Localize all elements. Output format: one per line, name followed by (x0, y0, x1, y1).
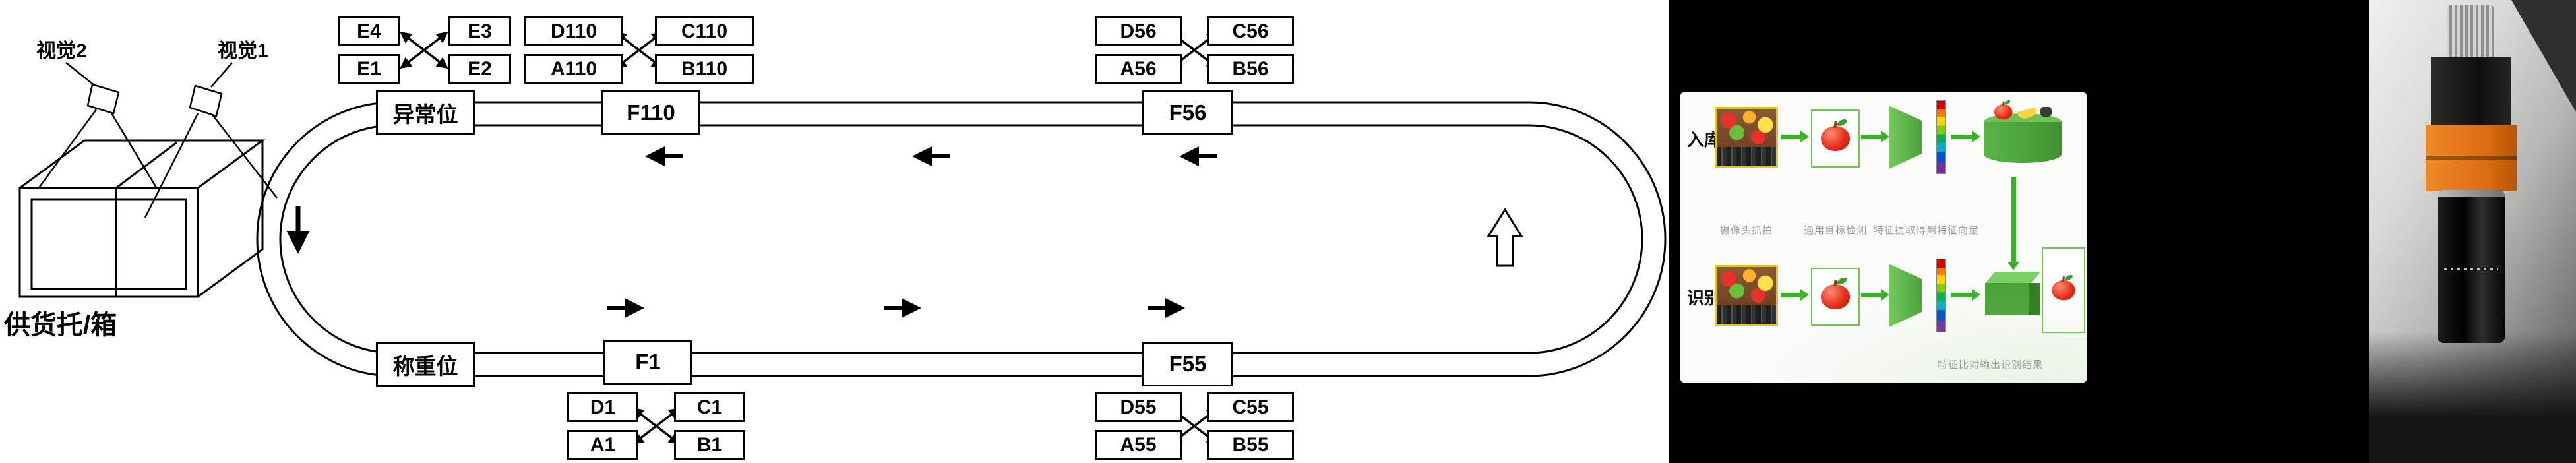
feature-extractor-icon-2 (1889, 264, 1922, 327)
cell-c1: C1 (674, 392, 745, 422)
apple-icon (1994, 104, 2013, 120)
cube-side (2029, 283, 2040, 315)
recognition-result-box (2042, 247, 2085, 333)
arrow-down-icon (2008, 177, 2019, 270)
arrow-right-icon (1861, 131, 1889, 142)
camera-capture-thumb-1 (1715, 107, 1778, 168)
feature-database-icon (1984, 102, 2062, 170)
cube-top (1985, 272, 2040, 284)
cell-b56: B56 (1207, 54, 1294, 84)
apple-icon (1821, 126, 1850, 151)
camera-capture-thumb-2 (1715, 265, 1778, 326)
cell-c56: C56 (1207, 16, 1294, 46)
cube-front (1985, 283, 2029, 315)
matcher-cube-icon (1985, 272, 2040, 315)
cell-e3: E3 (448, 16, 511, 46)
caption-detect: 通用目标检测 (1803, 225, 1867, 236)
cell-e1: E1 (338, 54, 400, 84)
cell-c55: C55 (1207, 392, 1294, 422)
pipeline-slide: 入库 摄像头抓拍 通用目标检测 特征提取得到特征向量 识别 (1680, 92, 2087, 383)
cell-a55: A55 (1095, 430, 1182, 460)
station-f55: F55 (1142, 342, 1233, 386)
pipeline-panel: 入库 摄像头抓拍 通用目标检测 特征提取得到特征向量 识别 (1669, 0, 2369, 463)
cell-d56: D56 (1095, 16, 1182, 46)
apple-icon (2052, 280, 2075, 301)
orange-camera-body (2426, 125, 2517, 191)
cell-e4: E4 (338, 16, 400, 46)
loop-up-arrow-icon (1487, 208, 1523, 267)
conveyor-diagram: 视觉2 视觉1 供货托/箱 异常位 F110 F56 称重位 F1 F55 E4… (4, 16, 1667, 460)
cell-a56: A56 (1095, 54, 1182, 84)
caption-capture: 摄像头抓拍 (1719, 225, 1773, 236)
camera-lens (2438, 190, 2505, 343)
cell-d110: D110 (524, 16, 623, 46)
fruit-stand-image (1717, 267, 1776, 306)
cell-a1: A1 (567, 430, 638, 460)
station-f110: F110 (601, 90, 700, 135)
cell-a110: A110 (524, 54, 623, 84)
arrow-right-icon (1951, 131, 1980, 142)
mounting-bracket (2431, 57, 2511, 128)
photo-shadow (2369, 331, 2576, 463)
detected-apple-box-1 (1811, 109, 1860, 168)
station-weigh: 称重位 (376, 342, 475, 387)
conveyor-loop (256, 101, 1667, 377)
supply-crate-sketch (18, 139, 266, 298)
arrow-right-icon (1861, 289, 1889, 301)
exchange-cross-icons (400, 31, 1219, 445)
conveyor-linework (18, 31, 1667, 445)
cell-d1: D1 (567, 392, 638, 422)
thumbnail-strip (1717, 147, 1776, 166)
cell-d55: D55 (1095, 392, 1182, 422)
feature-extractor-icon-1 (1889, 106, 1922, 169)
station-abnormal: 异常位 (376, 90, 475, 135)
station-f1: F1 (603, 340, 692, 385)
vision1-label: 视觉1 (218, 40, 268, 62)
caption-feature: 特征提取得到特征向量 (1873, 225, 1979, 236)
station-f56: F56 (1142, 90, 1233, 135)
lens-markings (2444, 268, 2498, 270)
caption-match: 特征比对输出识别结果 (1937, 359, 2043, 371)
vision2-label: 视觉2 (36, 40, 87, 62)
arrow-right-icon (1781, 131, 1809, 142)
cell-c110: C110 (655, 16, 754, 46)
thumbnail-strip (1717, 305, 1776, 324)
cell-b55: B55 (1207, 430, 1294, 460)
cell-b1: B1 (674, 430, 745, 460)
detected-apple-box-2 (1811, 268, 1860, 326)
cell-b110: B110 (655, 54, 754, 84)
cell-e2: E2 (448, 54, 511, 84)
hand-icon (2040, 107, 2052, 117)
arrow-right-icon (1951, 289, 1980, 301)
arrow-right-icon (1781, 289, 1809, 301)
supply-box-label: 供货托/箱 (4, 311, 117, 340)
fruit-stand-image (1717, 109, 1776, 148)
knurled-mount-cylinder (2447, 5, 2494, 61)
feature-vector-bar-1 (1936, 100, 1946, 174)
camera-photo (2369, 0, 2576, 463)
apple-icon (1821, 284, 1850, 309)
feature-vector-bar-2 (1936, 259, 1946, 332)
vision-camera-sketches (37, 62, 278, 218)
database-body (1984, 122, 2062, 163)
